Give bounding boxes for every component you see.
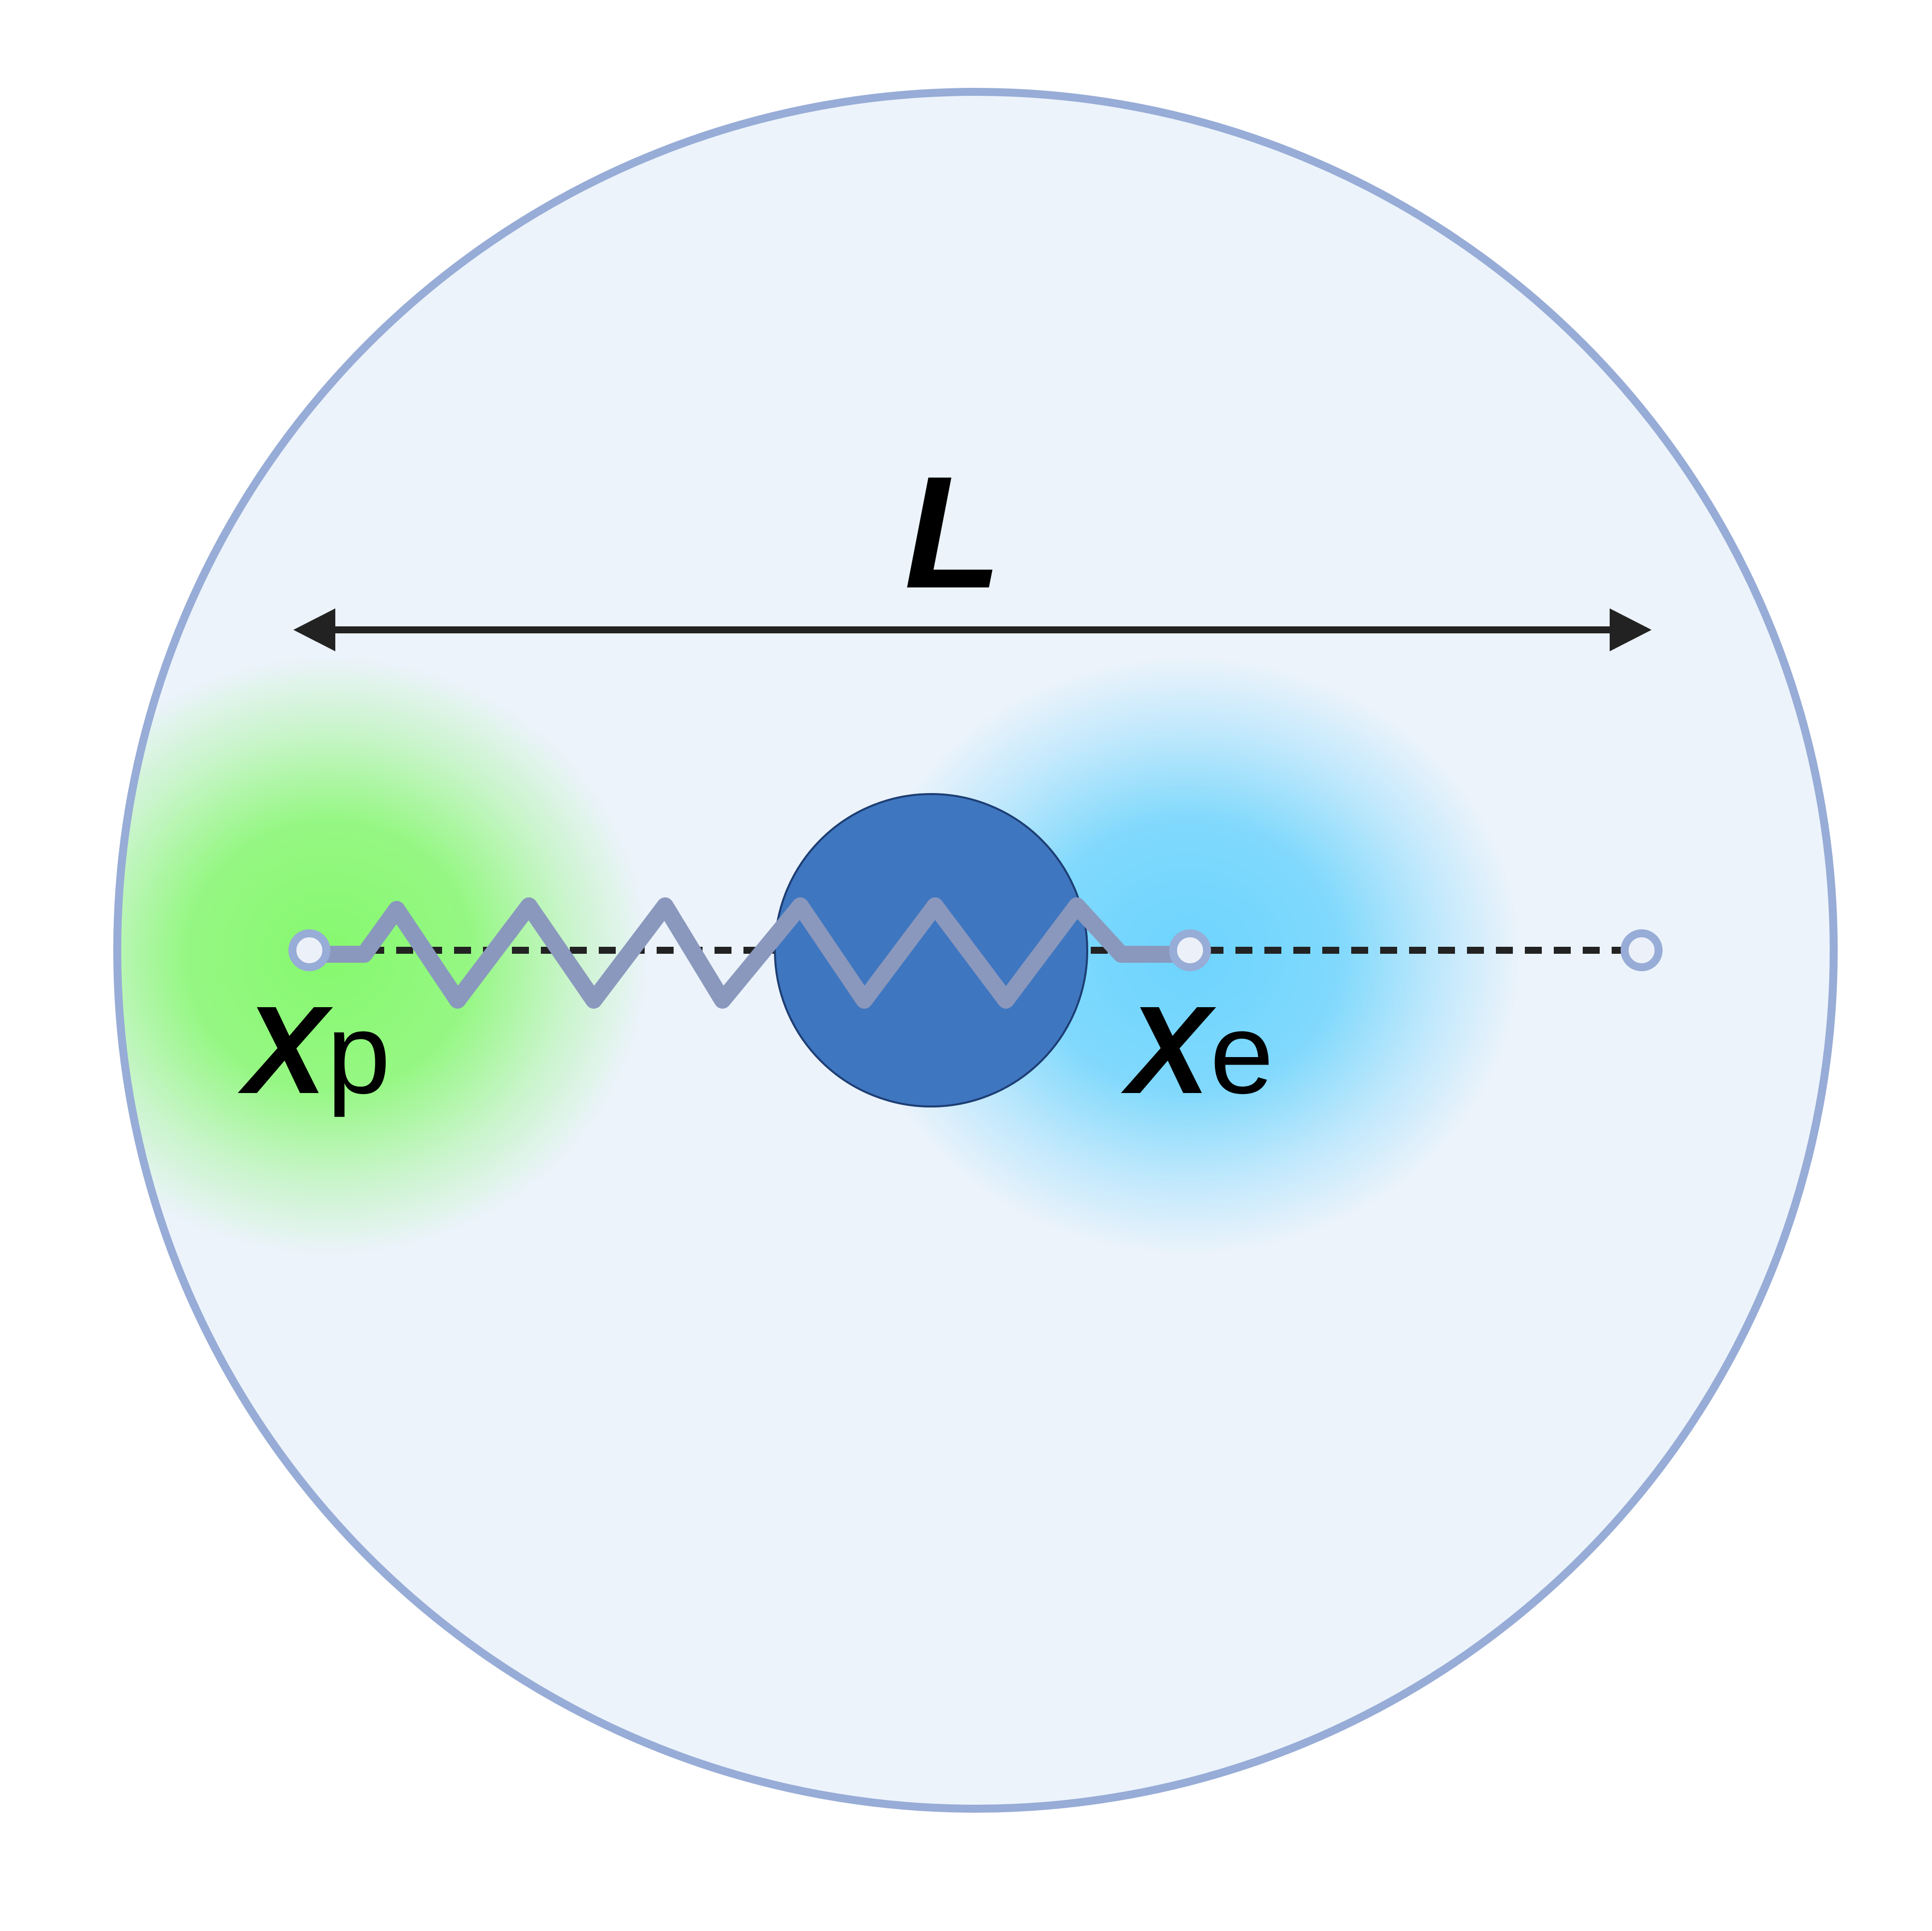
position-label-e-main: X [1121, 980, 1216, 1119]
length-label: L [904, 443, 1001, 621]
central-particle [774, 793, 1088, 1107]
arrow-head-right-icon [1610, 608, 1652, 651]
length-arrow [293, 608, 1652, 651]
position-label-p-main: X [238, 980, 333, 1119]
spring-zigzag [301, 897, 1199, 1009]
position-label-p-subscript: p [327, 989, 391, 1117]
endpoint-middle-icon [1169, 929, 1211, 971]
position-label-e: Xe [1121, 980, 1274, 1119]
endpoint-left-icon [288, 929, 330, 971]
position-label-p: Xp [238, 980, 391, 1119]
position-label-e-subscript: e [1210, 989, 1274, 1117]
arrow-head-left-icon [293, 608, 335, 651]
endpoint-right-icon [1621, 929, 1663, 971]
outer-circle-border [113, 88, 1838, 1813]
